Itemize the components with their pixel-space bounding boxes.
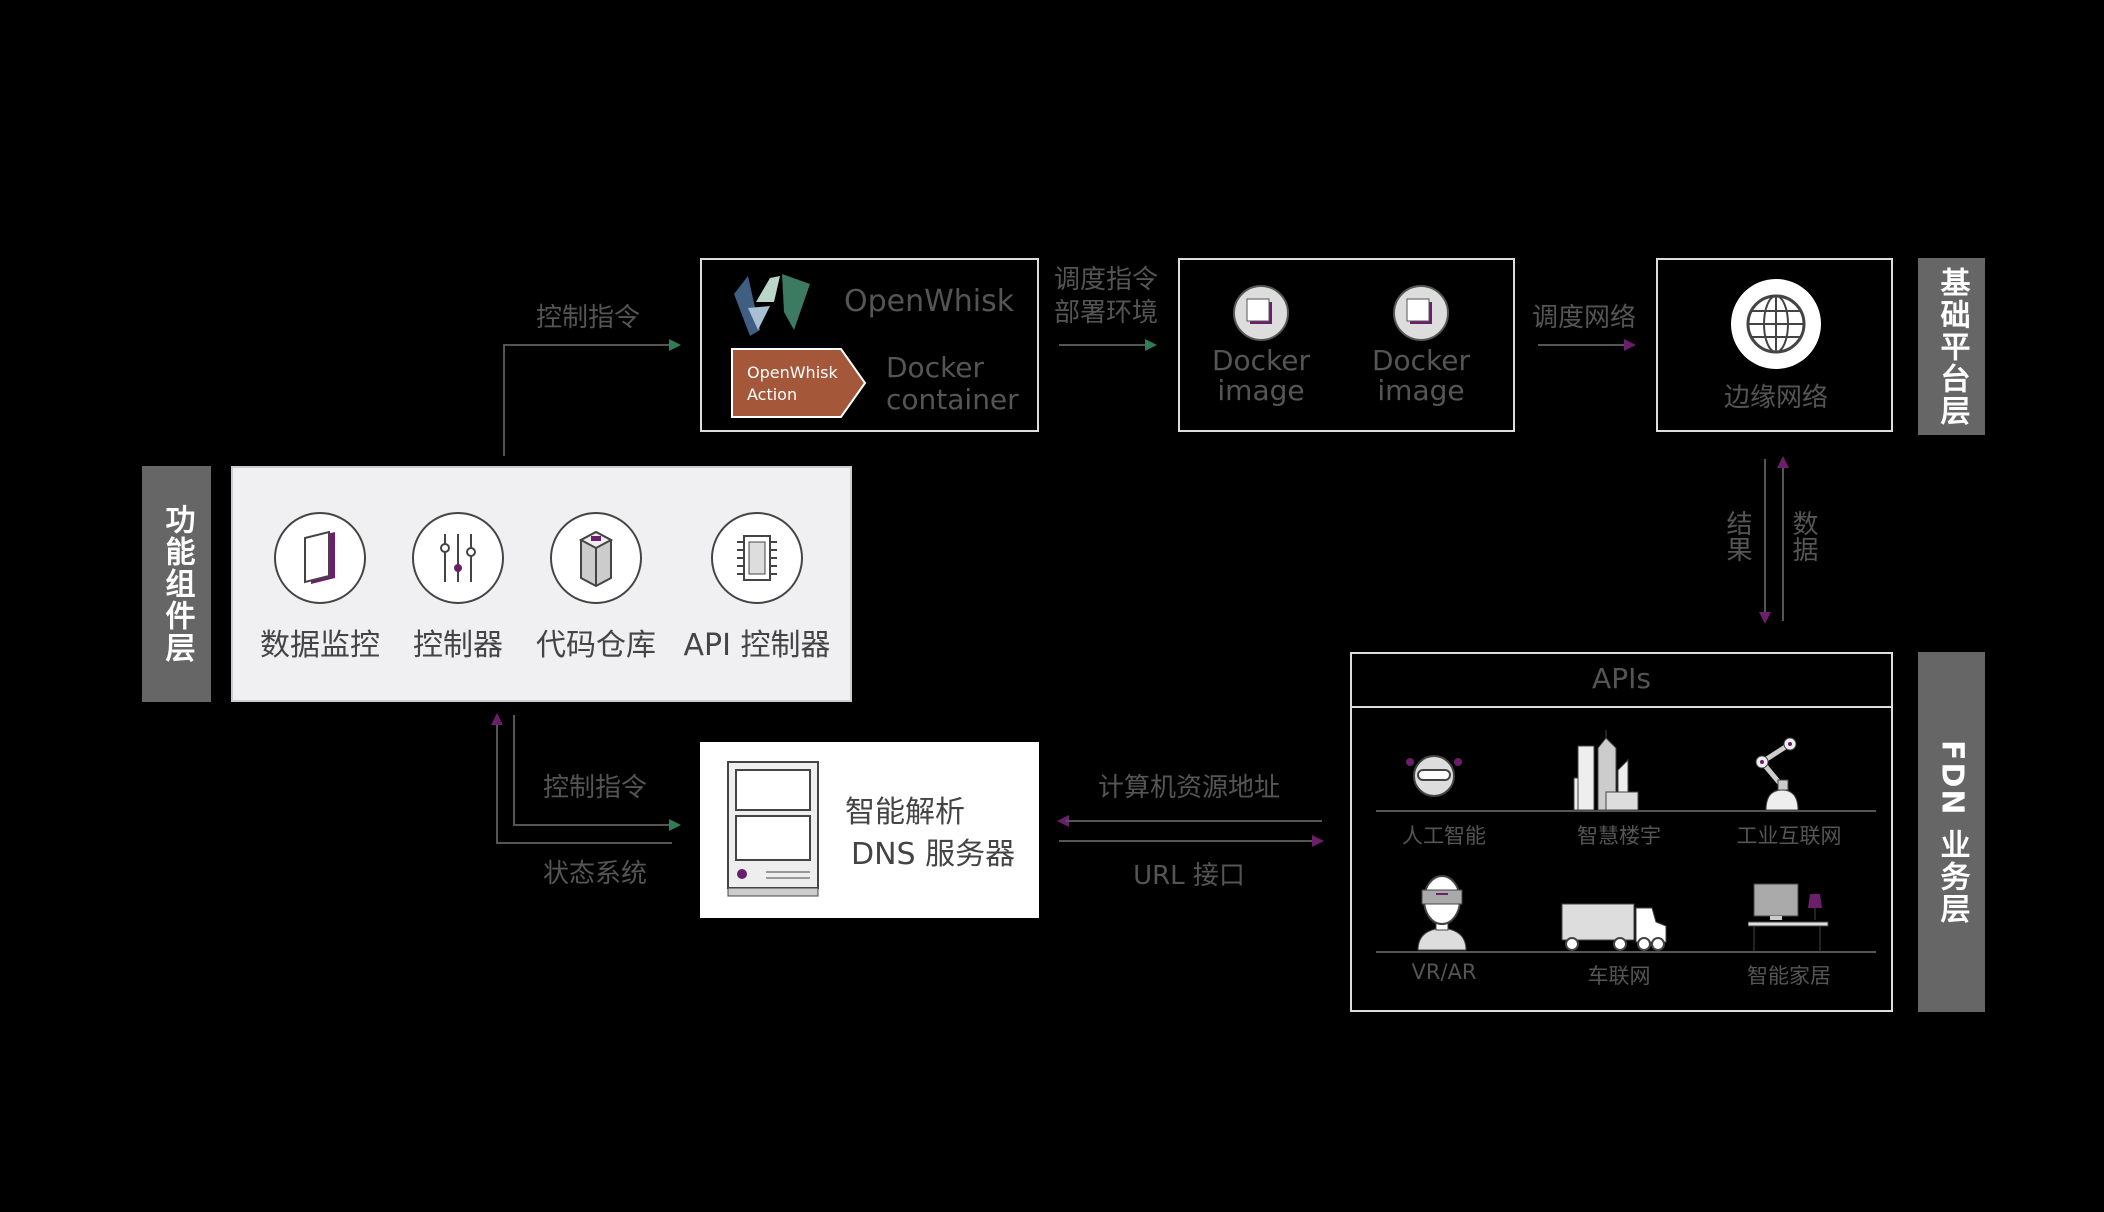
connector-line	[496, 842, 672, 844]
shelf-line	[1376, 951, 1876, 953]
component-label: API 控制器	[683, 628, 831, 663]
connector-line	[503, 345, 505, 456]
server-tower-icon	[578, 530, 614, 588]
arrowhead-green-icon	[669, 339, 681, 351]
layer-label-function: 功能组件层	[142, 466, 211, 702]
api-label: 工业互联网	[1736, 824, 1842, 848]
arrowhead-purple-icon	[1057, 815, 1069, 827]
arrowhead-purple-icon	[1759, 612, 1771, 624]
docker-container-line2: container	[886, 383, 1019, 416]
layer-label-text: 基础平台层	[1934, 266, 1970, 427]
action-tag-line2: Action	[747, 385, 798, 404]
dispatch-label: 调度指令部署环境	[1054, 264, 1158, 329]
docker-image-icon	[1233, 285, 1289, 341]
dispatch-line2: 部署环境	[1053, 297, 1159, 328]
robot-arm-icon	[1755, 737, 1799, 811]
dns-line2: DNS 服务器	[851, 837, 1016, 872]
dns-server-box: 智能解析 DNS 服务器	[700, 742, 1039, 918]
robot-icon	[1406, 755, 1462, 797]
resource-address-label: 计算机资源地址	[1097, 773, 1281, 803]
docker-image-icon	[1393, 285, 1449, 341]
connector-line	[1059, 344, 1149, 346]
vr-headset-icon	[1417, 875, 1467, 951]
status-label: 状态系统	[542, 859, 648, 889]
layer-label-base: 基础平台层	[1918, 258, 1985, 435]
arrowhead-purple-icon	[1624, 339, 1636, 351]
connector-line	[1538, 344, 1628, 346]
url-api-label: URL 接口	[1133, 861, 1245, 891]
openwhisk-logo-icon	[734, 274, 810, 336]
edge-network-box: 边缘网络	[1656, 258, 1893, 432]
api-label: 人工智能	[1402, 824, 1486, 848]
apis-title: APIs	[1592, 662, 1651, 695]
api-label: VR/AR	[1411, 960, 1477, 984]
layer-label-business: FDN 业务层	[1918, 652, 1985, 1012]
truck-icon	[1561, 903, 1667, 951]
connector-line	[513, 824, 673, 826]
top-control-label: 控制指令	[535, 303, 641, 333]
connector-line	[503, 344, 673, 346]
action-tag-shape-icon	[731, 348, 867, 418]
dispatch-line1: 调度指令	[1053, 265, 1159, 295]
api-label: 智能家居	[1747, 964, 1831, 988]
data-label: 数据	[1788, 510, 1818, 562]
component-icon-circle[interactable]	[412, 512, 504, 604]
apis-box: APIs 人工智能 智慧楼宇 工业互联网 VR/AR 车联网 智能家居	[1350, 652, 1893, 1012]
api-label: 智慧楼宇	[1577, 824, 1661, 848]
arrowhead-purple-icon	[1312, 835, 1324, 847]
dispatch-network-label: 调度网络	[1531, 303, 1637, 333]
book-icon	[304, 530, 335, 584]
docker-image-line1: Docker	[1211, 344, 1311, 377]
smart-home-icon	[1748, 883, 1829, 952]
connector-line	[1782, 466, 1784, 621]
divider	[1352, 706, 1891, 708]
connector-line	[1066, 820, 1322, 822]
arrowhead-green-icon	[669, 819, 681, 831]
shelf-line	[1376, 810, 1876, 812]
docker-image-line2: image	[1217, 374, 1305, 407]
result-label: 结果	[1722, 510, 1752, 562]
arrowhead-purple-icon	[1777, 456, 1789, 468]
layer-label-text: 功能组件层	[159, 504, 195, 664]
openwhisk-box: OpenWhisk OpenWhisk Action Docker contai…	[700, 258, 1039, 432]
globe-icon	[1731, 279, 1821, 369]
edge-network-label: 边缘网络	[1723, 383, 1829, 413]
docker-container-line1: Docker	[886, 351, 985, 384]
dns-line1: 智能解析	[845, 795, 965, 830]
connector-line	[1764, 459, 1766, 614]
component-label: 代码仓库	[536, 628, 656, 663]
component-icon-circle[interactable]	[550, 512, 642, 604]
connector-line	[1059, 840, 1315, 842]
component-icon-circle[interactable]	[711, 512, 803, 604]
server-rack-icon	[727, 761, 819, 897]
component-icon-circle[interactable]	[274, 512, 366, 604]
lower-control-label: 控制指令	[542, 773, 648, 803]
openwhisk-title: OpenWhisk	[844, 284, 1015, 319]
connector-line	[513, 715, 515, 826]
buildings-icon	[1573, 730, 1639, 811]
openwhisk-action-tag: OpenWhisk Action	[731, 348, 867, 418]
component-label: 控制器	[413, 628, 503, 663]
component-label: 数据监控	[260, 628, 380, 663]
arrowhead-purple-icon	[491, 713, 503, 725]
docker-image-line1: Docker	[1371, 344, 1471, 377]
sliders-icon	[440, 534, 476, 582]
connector-line	[496, 722, 498, 844]
action-tag-line1: OpenWhisk	[747, 363, 838, 382]
chip-icon	[737, 535, 777, 581]
arrowhead-green-icon	[1145, 339, 1157, 351]
function-components-box: 数据监控 控制器 代码仓库 API 控制器	[231, 466, 852, 702]
docker-image-line2: image	[1377, 374, 1465, 407]
layer-label-text: FDN 业务层	[1934, 739, 1970, 925]
api-label: 车联网	[1587, 964, 1651, 988]
